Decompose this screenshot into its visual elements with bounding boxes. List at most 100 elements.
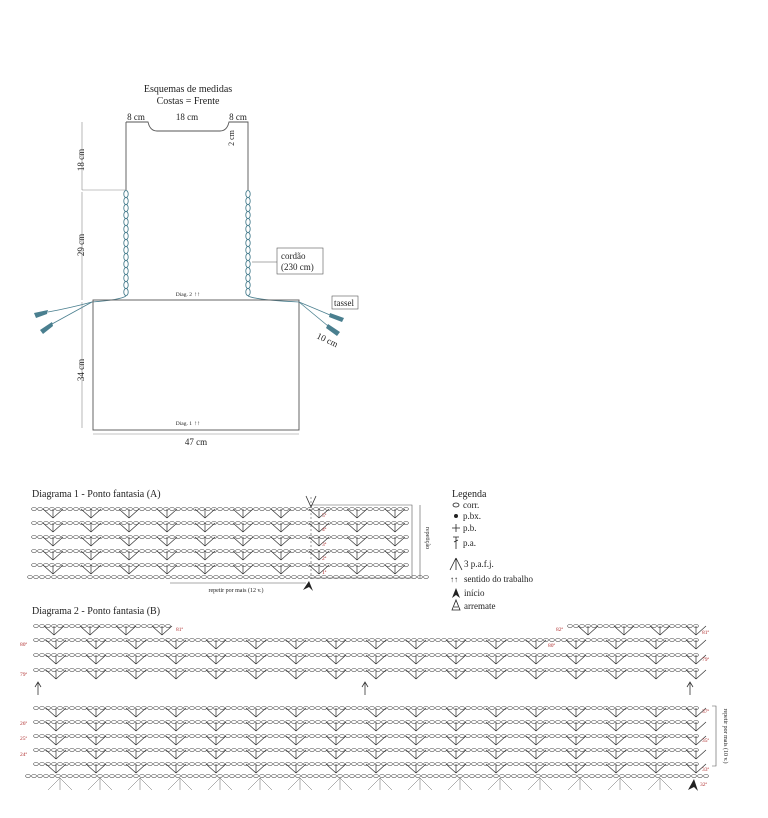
chain-stitch — [615, 748, 621, 752]
chain-stitch — [27, 575, 33, 579]
chain-stitch — [159, 638, 165, 642]
up-arrow-icon — [34, 681, 42, 695]
chain-stitch — [559, 774, 565, 778]
chain-stitch — [183, 706, 189, 710]
chain-stitch — [241, 507, 247, 511]
chain-stitch — [519, 720, 525, 724]
chain-stitch — [495, 706, 501, 710]
fan-stitch — [325, 721, 347, 732]
chain-stitch — [303, 653, 309, 657]
chain-stitch — [241, 774, 247, 778]
chain-stitch — [291, 734, 297, 738]
chain-stitch — [273, 720, 279, 724]
fan-stitch — [194, 536, 216, 547]
fan-stitch — [205, 707, 227, 718]
chain-stitch — [639, 720, 645, 724]
chain-stitch — [115, 507, 121, 511]
chain-stitch — [117, 575, 123, 579]
chain-stitch — [567, 624, 573, 628]
chain-stitch — [279, 638, 285, 642]
chain-stitch — [411, 748, 417, 752]
chain-stitch — [579, 706, 585, 710]
chain-stitch — [643, 774, 649, 778]
chain-stitch — [75, 638, 81, 642]
chain-stitch — [601, 774, 607, 778]
chain-stitch — [633, 706, 639, 710]
cord-end — [247, 295, 300, 303]
chain-stitch — [153, 638, 159, 642]
chain-stitch — [283, 535, 289, 539]
chain-stitch — [201, 748, 207, 752]
chain-stitch — [159, 748, 165, 752]
chain-stitch — [579, 762, 585, 766]
chain-stitch — [133, 563, 139, 567]
chain-stitch — [387, 734, 393, 738]
fan-stitch — [346, 536, 368, 547]
chain-stitch — [387, 638, 393, 642]
fan-stitch — [325, 749, 347, 760]
chain-stitch — [315, 762, 321, 766]
chain-stitch — [33, 575, 39, 579]
chain-stitch — [619, 774, 625, 778]
chain-stitch — [33, 653, 39, 657]
chain-stitch — [663, 653, 669, 657]
fan-stitch — [647, 777, 673, 791]
chain-stitch — [451, 774, 457, 778]
chain-stitch — [189, 706, 195, 710]
chain-stitch — [331, 563, 337, 567]
chain-stitch — [511, 774, 517, 778]
row-number: 33ª — [702, 767, 710, 773]
chain-stitch — [217, 507, 223, 511]
fan-stitch — [42, 522, 64, 533]
chain-stitch — [375, 638, 381, 642]
chain-stitch — [603, 734, 609, 738]
chain-stitch — [189, 638, 195, 642]
chain-stitch — [427, 774, 433, 778]
fan-stitch — [565, 735, 587, 746]
chain-stitch — [307, 774, 313, 778]
chain-stitch — [441, 762, 447, 766]
chain-stitch — [105, 748, 111, 752]
fan-stitch — [346, 550, 368, 561]
fan-stitch — [645, 763, 667, 774]
chain-stitch — [57, 638, 63, 642]
chain-stitch — [447, 748, 453, 752]
garment-top-outline — [126, 121, 249, 190]
chain-stitch — [49, 535, 55, 539]
chain-stitch — [675, 624, 681, 628]
cord-link — [123, 266, 129, 276]
chain-stitch — [417, 638, 423, 642]
chain-stitch — [109, 549, 115, 553]
chain-stitch — [111, 653, 117, 657]
row-number: 80ª — [548, 643, 556, 649]
chain-stitch — [243, 762, 249, 766]
chain-stitch — [459, 748, 465, 752]
chain-stitch — [585, 706, 591, 710]
chain-stitch — [327, 668, 333, 672]
chain-stitch — [369, 575, 375, 579]
chain-stitch — [543, 734, 549, 738]
chain-stitch — [117, 668, 123, 672]
chain-stitch — [183, 638, 189, 642]
cord-link — [245, 280, 251, 290]
chain-stitch — [211, 507, 217, 511]
chain-stitch — [297, 720, 303, 724]
cord-label: cordão — [281, 251, 306, 261]
chain-stitch — [231, 653, 237, 657]
fan-stitch — [245, 639, 267, 650]
fan-stitch — [527, 777, 553, 791]
chain-stitch — [211, 774, 217, 778]
chain-stitch — [363, 720, 369, 724]
chain-stitch — [225, 720, 231, 724]
row-number: 82ª — [556, 627, 564, 633]
chain-stitch — [313, 535, 319, 539]
chain-stitch — [657, 638, 663, 642]
chain-stitch — [139, 507, 145, 511]
chain-stitch — [639, 638, 645, 642]
fan-stitch — [205, 763, 227, 774]
chain-stitch — [531, 638, 537, 642]
chain-stitch — [325, 507, 331, 511]
chain-stitch — [129, 748, 135, 752]
chain-stitch — [99, 638, 105, 642]
chain-stitch — [51, 748, 57, 752]
